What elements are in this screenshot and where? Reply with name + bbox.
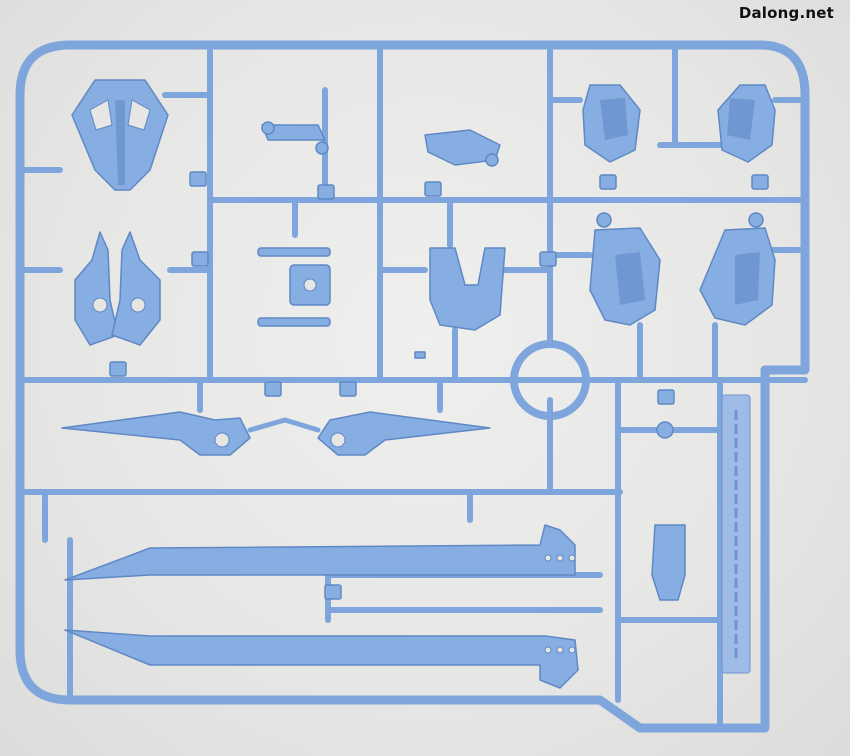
gate-nub bbox=[414, 351, 426, 359]
part-wing-fins bbox=[74, 231, 161, 346]
part-sword-blade-lower bbox=[64, 629, 579, 689]
part-cockpit bbox=[424, 129, 501, 167]
watermark-text: Dalong.net bbox=[738, 4, 834, 22]
part-chest bbox=[429, 247, 506, 331]
sprue-frame bbox=[15, 40, 810, 733]
sprue-name-plate bbox=[721, 394, 751, 674]
part-wing-blade bbox=[61, 411, 491, 456]
part-torso-plates bbox=[589, 212, 776, 326]
part-grip bbox=[651, 421, 686, 601]
part-face-plate bbox=[71, 79, 169, 191]
gate-tags bbox=[109, 171, 769, 600]
part-shoulder-plates bbox=[582, 84, 776, 163]
part-linkage-small bbox=[261, 121, 329, 155]
runner-ring bbox=[510, 340, 590, 420]
part-sword-blade-upper bbox=[64, 524, 576, 581]
part-linkage-rods bbox=[257, 247, 331, 327]
